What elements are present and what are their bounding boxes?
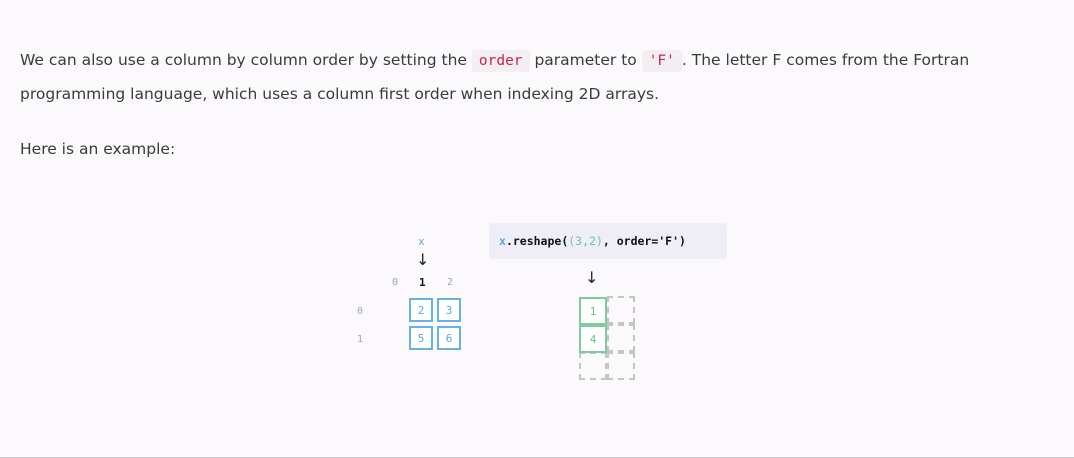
code-var: x (499, 234, 506, 248)
intro-paragraph: We can also use a column by column order… (20, 44, 1060, 111)
f-code: 'F' (641, 50, 682, 72)
reshape-code-box: x.reshape((3,2), order='F') (489, 223, 727, 259)
order-code: order (471, 50, 530, 72)
source-cell: 6 (437, 326, 461, 350)
intro-text-2: parameter to (529, 51, 642, 69)
placeholder-cell (579, 352, 607, 380)
result-cell: 4 (579, 325, 607, 353)
code-method: .reshape( (505, 234, 569, 248)
code-rest: , order='F') (602, 234, 686, 248)
example-label: Here is an example: (20, 140, 176, 158)
col-index-0: 0 (392, 277, 399, 288)
code-args: (3,2) (568, 234, 603, 248)
placeholder-cell (607, 352, 635, 380)
intro-text-3: . The letter F comes from the Fortran pr… (20, 51, 970, 103)
source-cell: 2 (409, 298, 433, 322)
intro-text-1: We can also use a column by column order… (20, 51, 472, 69)
result-cell: 1 (579, 297, 607, 325)
col-index-2: 2 (447, 277, 454, 288)
source-arrow-icon: ↓ (416, 250, 430, 269)
row-index-1: 1 (357, 334, 364, 345)
result-arrow-icon: ↓ (585, 268, 599, 287)
col-index-1: 1 (419, 276, 426, 289)
source-cell: 3 (437, 298, 461, 322)
placeholder-cell (607, 296, 635, 324)
placeholder-cell (607, 324, 635, 352)
source-cell: 5 (409, 326, 433, 350)
row-index-0: 0 (357, 306, 364, 317)
source-var-label: x (418, 235, 425, 248)
